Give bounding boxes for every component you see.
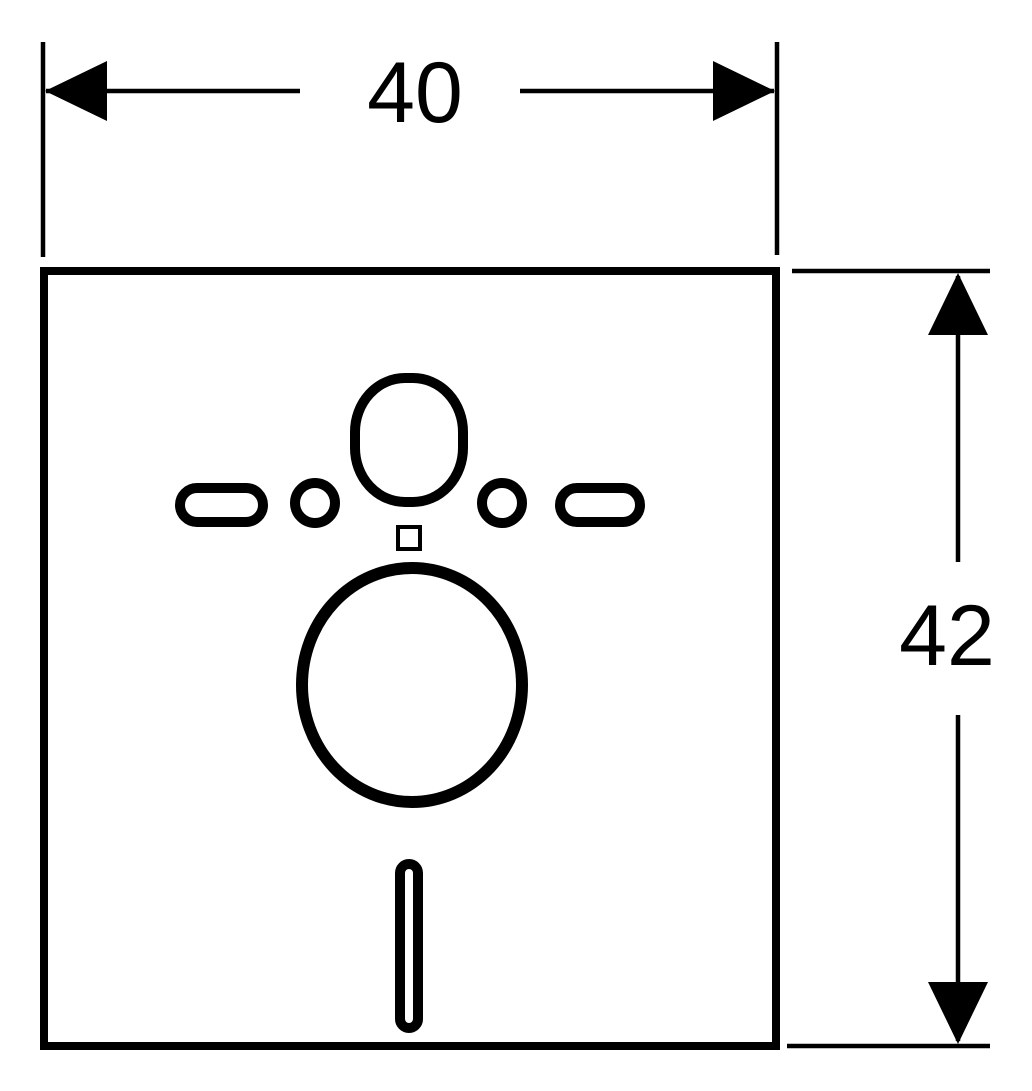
arrowhead-right-icon	[713, 61, 775, 121]
cutouts	[175, 373, 645, 1033]
height-dimension-label: 42	[899, 588, 995, 684]
plate-outline	[40, 267, 780, 1050]
arrowhead-down-icon	[928, 982, 988, 1044]
arrowhead-left-icon	[45, 61, 107, 121]
slot-cutout-left	[175, 483, 268, 527]
vertical-slot-cutout-bottom	[395, 859, 423, 1033]
round-hole-right	[477, 478, 527, 528]
slot-cutout-right	[555, 483, 645, 527]
arrowhead-up-icon	[928, 273, 988, 335]
width-dimension: 40	[40, 42, 780, 257]
oval-cutout-top	[350, 373, 468, 507]
width-dimension-label: 40	[367, 45, 463, 141]
round-hole-left	[290, 478, 340, 528]
large-round-cutout	[296, 562, 528, 808]
height-dimension: 42	[787, 268, 995, 1049]
small-square-cutout	[396, 525, 422, 551]
